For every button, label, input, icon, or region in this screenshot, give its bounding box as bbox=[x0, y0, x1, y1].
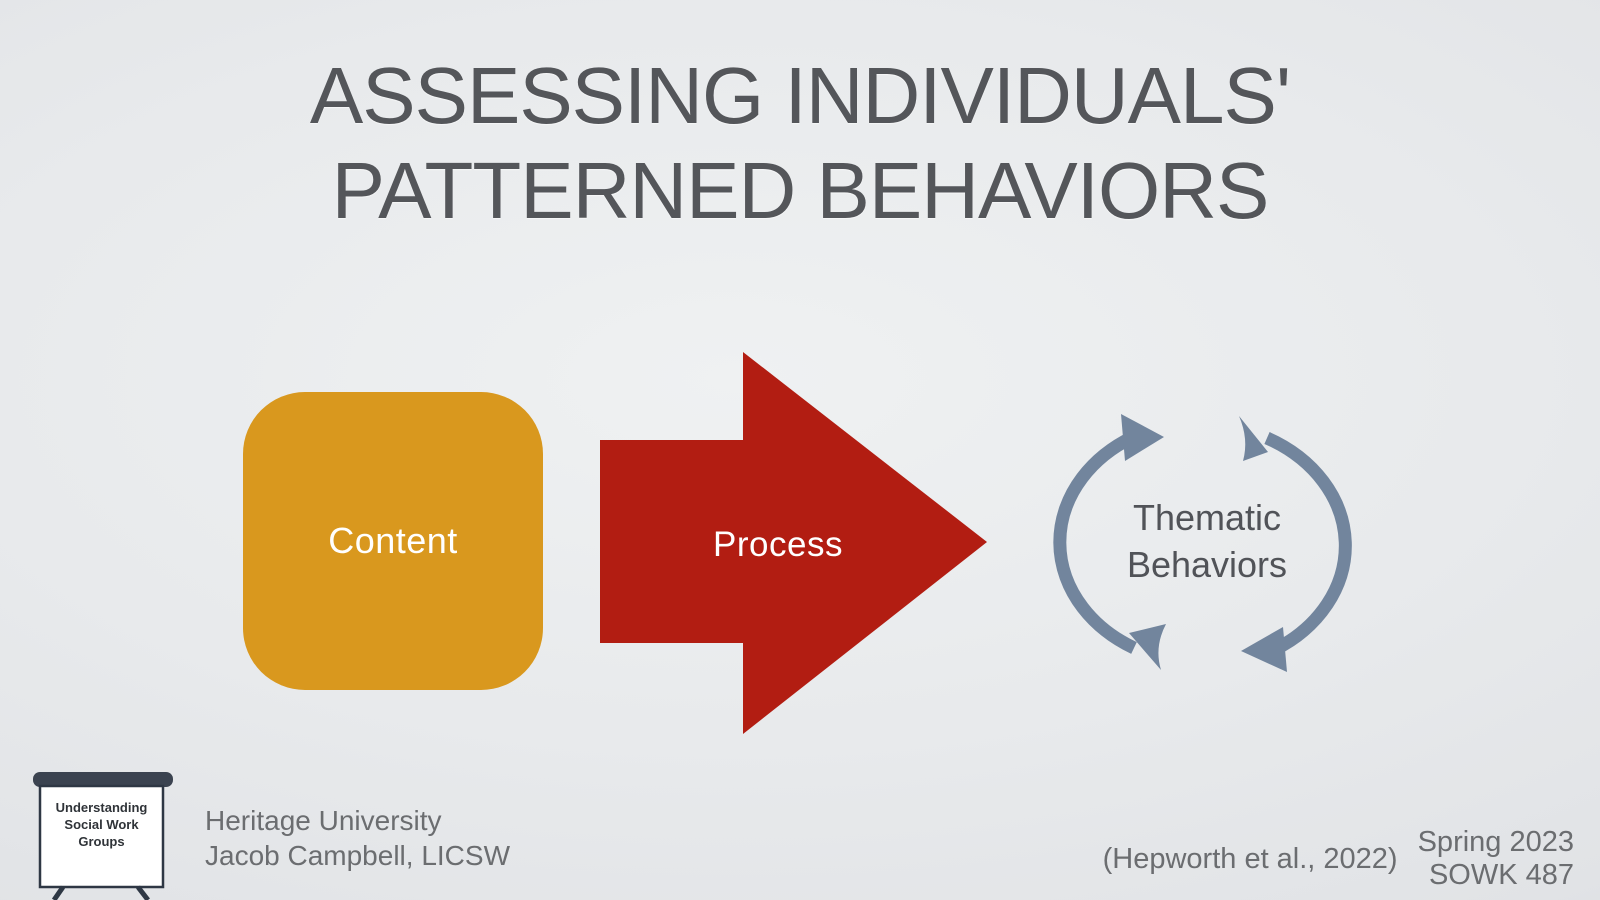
content-label: Content bbox=[328, 520, 458, 561]
flipchart-text-line-3: Groups bbox=[78, 834, 125, 849]
footer-right-block: (Hepworth et al., 2022) Spring 2023 SOWK… bbox=[1103, 826, 1574, 892]
flipchart-easel-icon bbox=[33, 772, 173, 900]
thematic-line-1: Thematic bbox=[1132, 497, 1282, 538]
cycle-arrows-icon bbox=[1053, 414, 1352, 672]
title-line-2: PATTERNED BEHAVIORS bbox=[331, 146, 1270, 235]
course-text: SOWK 487 bbox=[1428, 859, 1574, 891]
term-text: Spring 2023 bbox=[1417, 826, 1574, 858]
thematic-behaviors-label: Thematic Behaviors bbox=[1072, 494, 1342, 588]
content-box-shape: Content bbox=[243, 392, 543, 690]
title-line-1: ASSESSING INDIVIDUALS' bbox=[309, 51, 1291, 140]
thematic-line-2: Behaviors bbox=[1126, 544, 1288, 585]
citation-text: (Hepworth et al., 2022) bbox=[1102, 842, 1398, 875]
presenter-credit: Heritage University Jacob Campbell, LICS… bbox=[205, 803, 510, 873]
presenter-name: Jacob Campbell, LICSW bbox=[205, 840, 511, 871]
slide-title: ASSESSING INDIVIDUALS' PATTERNED BEHAVIO… bbox=[0, 48, 1600, 238]
process-arrow-icon bbox=[600, 352, 987, 734]
flipchart-text-line-2: Social Work bbox=[64, 817, 139, 832]
process-label: Process bbox=[713, 525, 843, 564]
term-course-block: Spring 2023 SOWK 487 bbox=[1418, 826, 1574, 892]
presenter-org: Heritage University bbox=[205, 805, 442, 836]
flipchart-text-line-1: Understanding bbox=[55, 800, 148, 815]
flipchart-board-text: Understanding Social Work Groups bbox=[40, 799, 163, 850]
